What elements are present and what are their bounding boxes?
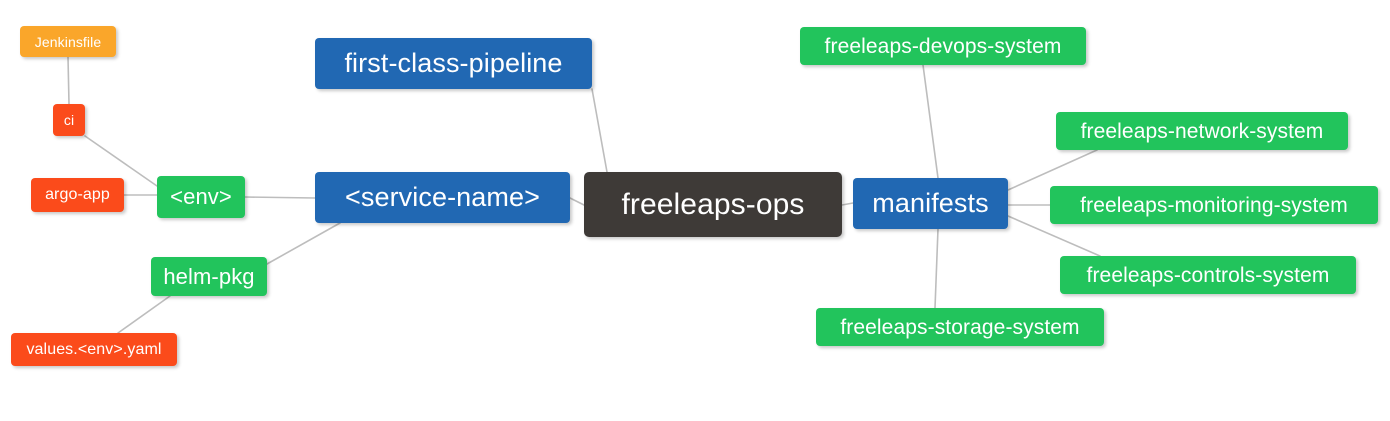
edge-ci-to-jenkinsfile xyxy=(67,56,70,105)
node-freeleaps-devops-system[interactable]: freeleaps-devops-system xyxy=(800,27,1086,65)
node-label-argo-app: argo-app xyxy=(45,186,110,203)
node-env[interactable]: <env> xyxy=(157,176,245,218)
node-label-freeleaps-monitoring-system: freeleaps-monitoring-system xyxy=(1080,193,1348,217)
node-label-freeleaps-devops-system: freeleaps-devops-system xyxy=(824,34,1062,58)
edge-service-name-to-env xyxy=(244,196,316,199)
node-freeleaps-storage-system[interactable]: freeleaps-storage-system xyxy=(816,308,1104,346)
node-label-env: <env> xyxy=(170,184,232,209)
node-label-freeleaps-storage-system: freeleaps-storage-system xyxy=(840,315,1080,339)
node-label-helm-pkg: helm-pkg xyxy=(163,263,255,289)
edge-freeleaps-ops-to-service-name xyxy=(569,197,585,206)
edge-service-name-to-helm-pkg xyxy=(266,222,341,265)
node-label-freeleaps-ops: freeleaps-ops xyxy=(621,187,805,221)
node-label-ci: ci xyxy=(63,112,75,128)
node-helm-pkg[interactable]: helm-pkg xyxy=(151,257,267,296)
node-label-jenkinsfile: Jenkinsfile xyxy=(34,33,102,50)
edge-freeleaps-ops-to-first-class-pipeline xyxy=(591,88,608,173)
node-values-yaml[interactable]: values.<env>.yaml xyxy=(11,333,177,366)
node-label-values-yaml: values.<env>.yaml xyxy=(26,340,162,358)
node-label-service-name: <service-name> xyxy=(345,182,540,212)
node-argo-app[interactable]: argo-app xyxy=(31,178,124,212)
node-jenkinsfile[interactable]: Jenkinsfile xyxy=(20,26,116,57)
node-label-freeleaps-network-system: freeleaps-network-system xyxy=(1080,119,1324,143)
edge-manifests-to-freeleaps-devops-system xyxy=(922,64,939,179)
node-label-freeleaps-controls-system: freeleaps-controls-system xyxy=(1086,263,1330,287)
node-freeleaps-network-system[interactable]: freeleaps-network-system xyxy=(1056,112,1348,150)
node-freeleaps-monitoring-system[interactable]: freeleaps-monitoring-system xyxy=(1050,186,1378,224)
node-label-first-class-pipeline: first-class-pipeline xyxy=(344,48,563,78)
node-ci[interactable]: ci xyxy=(53,104,85,136)
edge-helm-pkg-to-values-yaml xyxy=(117,295,171,334)
edge-freeleaps-ops-to-manifests xyxy=(841,202,854,206)
node-freeleaps-ops[interactable]: freeleaps-ops xyxy=(584,172,842,237)
node-first-class-pipeline[interactable]: first-class-pipeline xyxy=(315,38,592,89)
node-label-manifests: manifests xyxy=(872,188,989,218)
node-freeleaps-controls-system[interactable]: freeleaps-controls-system xyxy=(1060,256,1356,294)
edge-manifests-to-freeleaps-network-system xyxy=(1007,149,1098,191)
node-manifests[interactable]: manifests xyxy=(853,178,1008,229)
edge-manifests-to-freeleaps-storage-system xyxy=(934,228,939,309)
node-service-name[interactable]: <service-name> xyxy=(315,172,570,223)
